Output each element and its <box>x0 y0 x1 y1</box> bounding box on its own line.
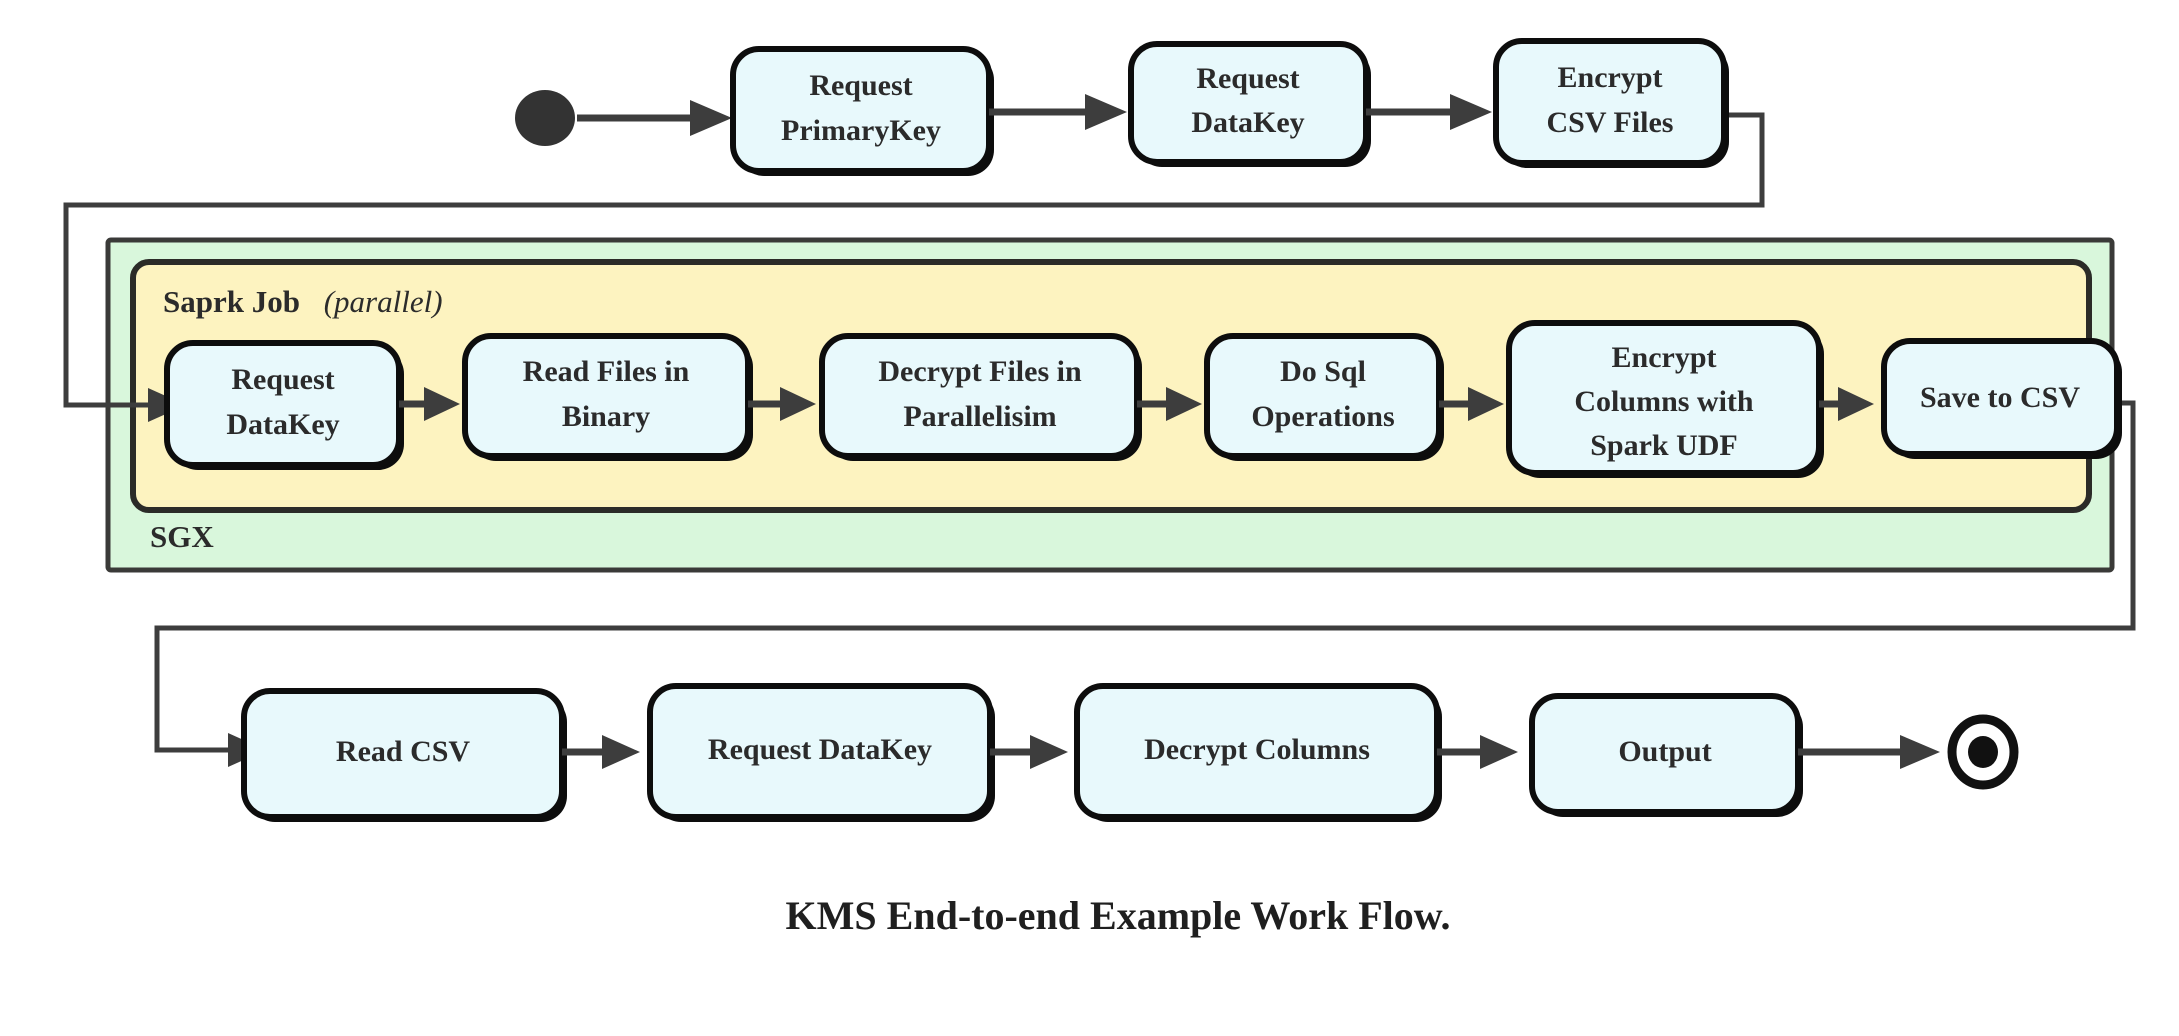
sgx-container-label: SGX <box>150 519 214 554</box>
edge-output-to-end <box>1798 735 1940 769</box>
node-do-sql-operations-line-2: Operations <box>1251 400 1394 433</box>
edge-m1-m2 <box>399 387 460 421</box>
arrowhead-m2 <box>780 387 816 421</box>
node-read-files-in-binary-line-1: Read Files in <box>523 355 690 388</box>
edge-m3-m4 <box>1137 387 1202 421</box>
node-request-primarykey-line-2: PrimaryKey <box>781 114 941 147</box>
edge-b3-b4 <box>1437 735 1518 769</box>
node-encrypt-csv-files-rect[interactable] <box>1493 38 1727 166</box>
node-decrypt-columns[interactable]: Decrypt Columns <box>1074 683 1442 822</box>
start-state <box>515 90 575 146</box>
node-decrypt-columns-line-1: Decrypt Columns <box>1144 733 1370 766</box>
node-request-datakey-spark[interactable]: Request DataKey <box>164 340 404 470</box>
node-do-sql-operations[interactable]: Do Sql Operations <box>1204 333 1444 461</box>
node-read-csv[interactable]: Read CSV <box>241 688 567 822</box>
node-encrypt-columns-line-2: Columns with <box>1574 385 1754 418</box>
final-state-ring <box>1947 714 2019 790</box>
arrowhead-3 <box>1450 94 1492 130</box>
arrowhead-1 <box>690 100 732 136</box>
node-request-datakey-top-line-2: DataKey <box>1191 106 1304 139</box>
final-state-dot <box>1968 736 1998 768</box>
node-do-sql-operations-rect[interactable] <box>1204 333 1442 459</box>
spark-job-label-main: Saprk Job <box>163 284 300 319</box>
node-request-datakey-spark-line-1: Request <box>231 363 334 396</box>
arrowhead-b3 <box>1480 735 1518 769</box>
arrowhead-b1 <box>602 735 640 769</box>
node-save-to-csv[interactable]: Save to CSV <box>1881 338 2122 459</box>
spark-job-container-label: Saprk Job (parallel) <box>163 284 443 319</box>
arrowhead-m1 <box>424 387 460 421</box>
edge-primarykey-to-datakey <box>989 94 1127 130</box>
node-read-files-in-binary[interactable]: Read Files in Binary <box>462 333 753 461</box>
final-state <box>1947 714 2019 790</box>
node-request-datakey-top[interactable]: Request DataKey <box>1128 41 1371 167</box>
node-save-to-csv-line-1: Save to CSV <box>1920 381 2080 414</box>
arrowhead-b4 <box>1900 735 1940 769</box>
edge-b2-b3 <box>990 735 1068 769</box>
node-encrypt-columns-with-spark-udf-rect[interactable] <box>1506 320 1822 476</box>
arrowhead-b2 <box>1030 735 1068 769</box>
node-read-csv-line-1: Read CSV <box>336 735 471 768</box>
edge-start-to-request-primarykey <box>577 100 732 136</box>
node-output-line-1: Output <box>1618 735 1711 768</box>
node-decrypt-files-in-parallelisim-rect[interactable] <box>819 333 1140 459</box>
start-state-circle <box>515 90 575 146</box>
node-save-to-csv-rect[interactable] <box>1881 338 2120 457</box>
arrowhead-m4 <box>1468 387 1504 421</box>
edge-m4-m5 <box>1439 387 1504 421</box>
node-request-primarykey-rect[interactable] <box>730 46 992 174</box>
edge-b1-b2 <box>562 735 640 769</box>
node-encrypt-csv-files-line-2: CSV Files <box>1547 106 1674 139</box>
node-request-datakey-spark-rect[interactable] <box>164 340 402 468</box>
node-do-sql-operations-line-1: Do Sql <box>1280 355 1366 388</box>
node-request-primarykey-line-1: Request <box>809 69 912 102</box>
node-request-datakey-spark-line-2: DataKey <box>226 408 339 441</box>
node-request-datakey-top-line-1: Request <box>1196 62 1299 95</box>
node-request-datakey-top-rect[interactable] <box>1128 41 1369 165</box>
node-encrypt-columns-with-spark-udf[interactable]: Encrypt Columns with Spark UDF <box>1506 320 1824 478</box>
spark-job-label-suffix: (parallel) <box>324 284 443 319</box>
node-encrypt-columns-line-1: Encrypt <box>1612 341 1717 374</box>
edge-m2-m3 <box>748 387 816 421</box>
arrowhead-m3 <box>1166 387 1202 421</box>
node-request-datakey-bottom-line-1: Request DataKey <box>708 733 932 766</box>
edge-datakey-to-encrypt-csv <box>1366 94 1492 130</box>
node-encrypt-columns-line-3: Spark UDF <box>1590 429 1738 462</box>
diagram-caption: KMS End-to-end Example Work Flow. <box>786 893 1451 938</box>
node-encrypt-csv-files[interactable]: Encrypt CSV Files <box>1493 38 1729 168</box>
node-request-datakey-bottom[interactable]: Request DataKey <box>647 683 995 822</box>
node-decrypt-files-in-parallelisim-line-2: Parallelisim <box>903 400 1056 433</box>
node-request-primarykey[interactable]: Request PrimaryKey <box>730 46 994 176</box>
edge-m5-m6 <box>1819 387 1874 421</box>
node-output[interactable]: Output <box>1529 693 1803 817</box>
arrowhead-2 <box>1085 94 1127 130</box>
node-decrypt-files-in-parallelisim-line-1: Decrypt Files in <box>878 355 1082 388</box>
node-read-files-in-binary-line-2: Binary <box>562 400 650 433</box>
node-encrypt-csv-files-line-1: Encrypt <box>1558 61 1663 94</box>
arrowhead-m5 <box>1838 387 1874 421</box>
node-decrypt-files-in-parallelisim[interactable]: Decrypt Files in Parallelisim <box>819 333 1142 461</box>
node-read-files-in-binary-rect[interactable] <box>462 333 751 459</box>
